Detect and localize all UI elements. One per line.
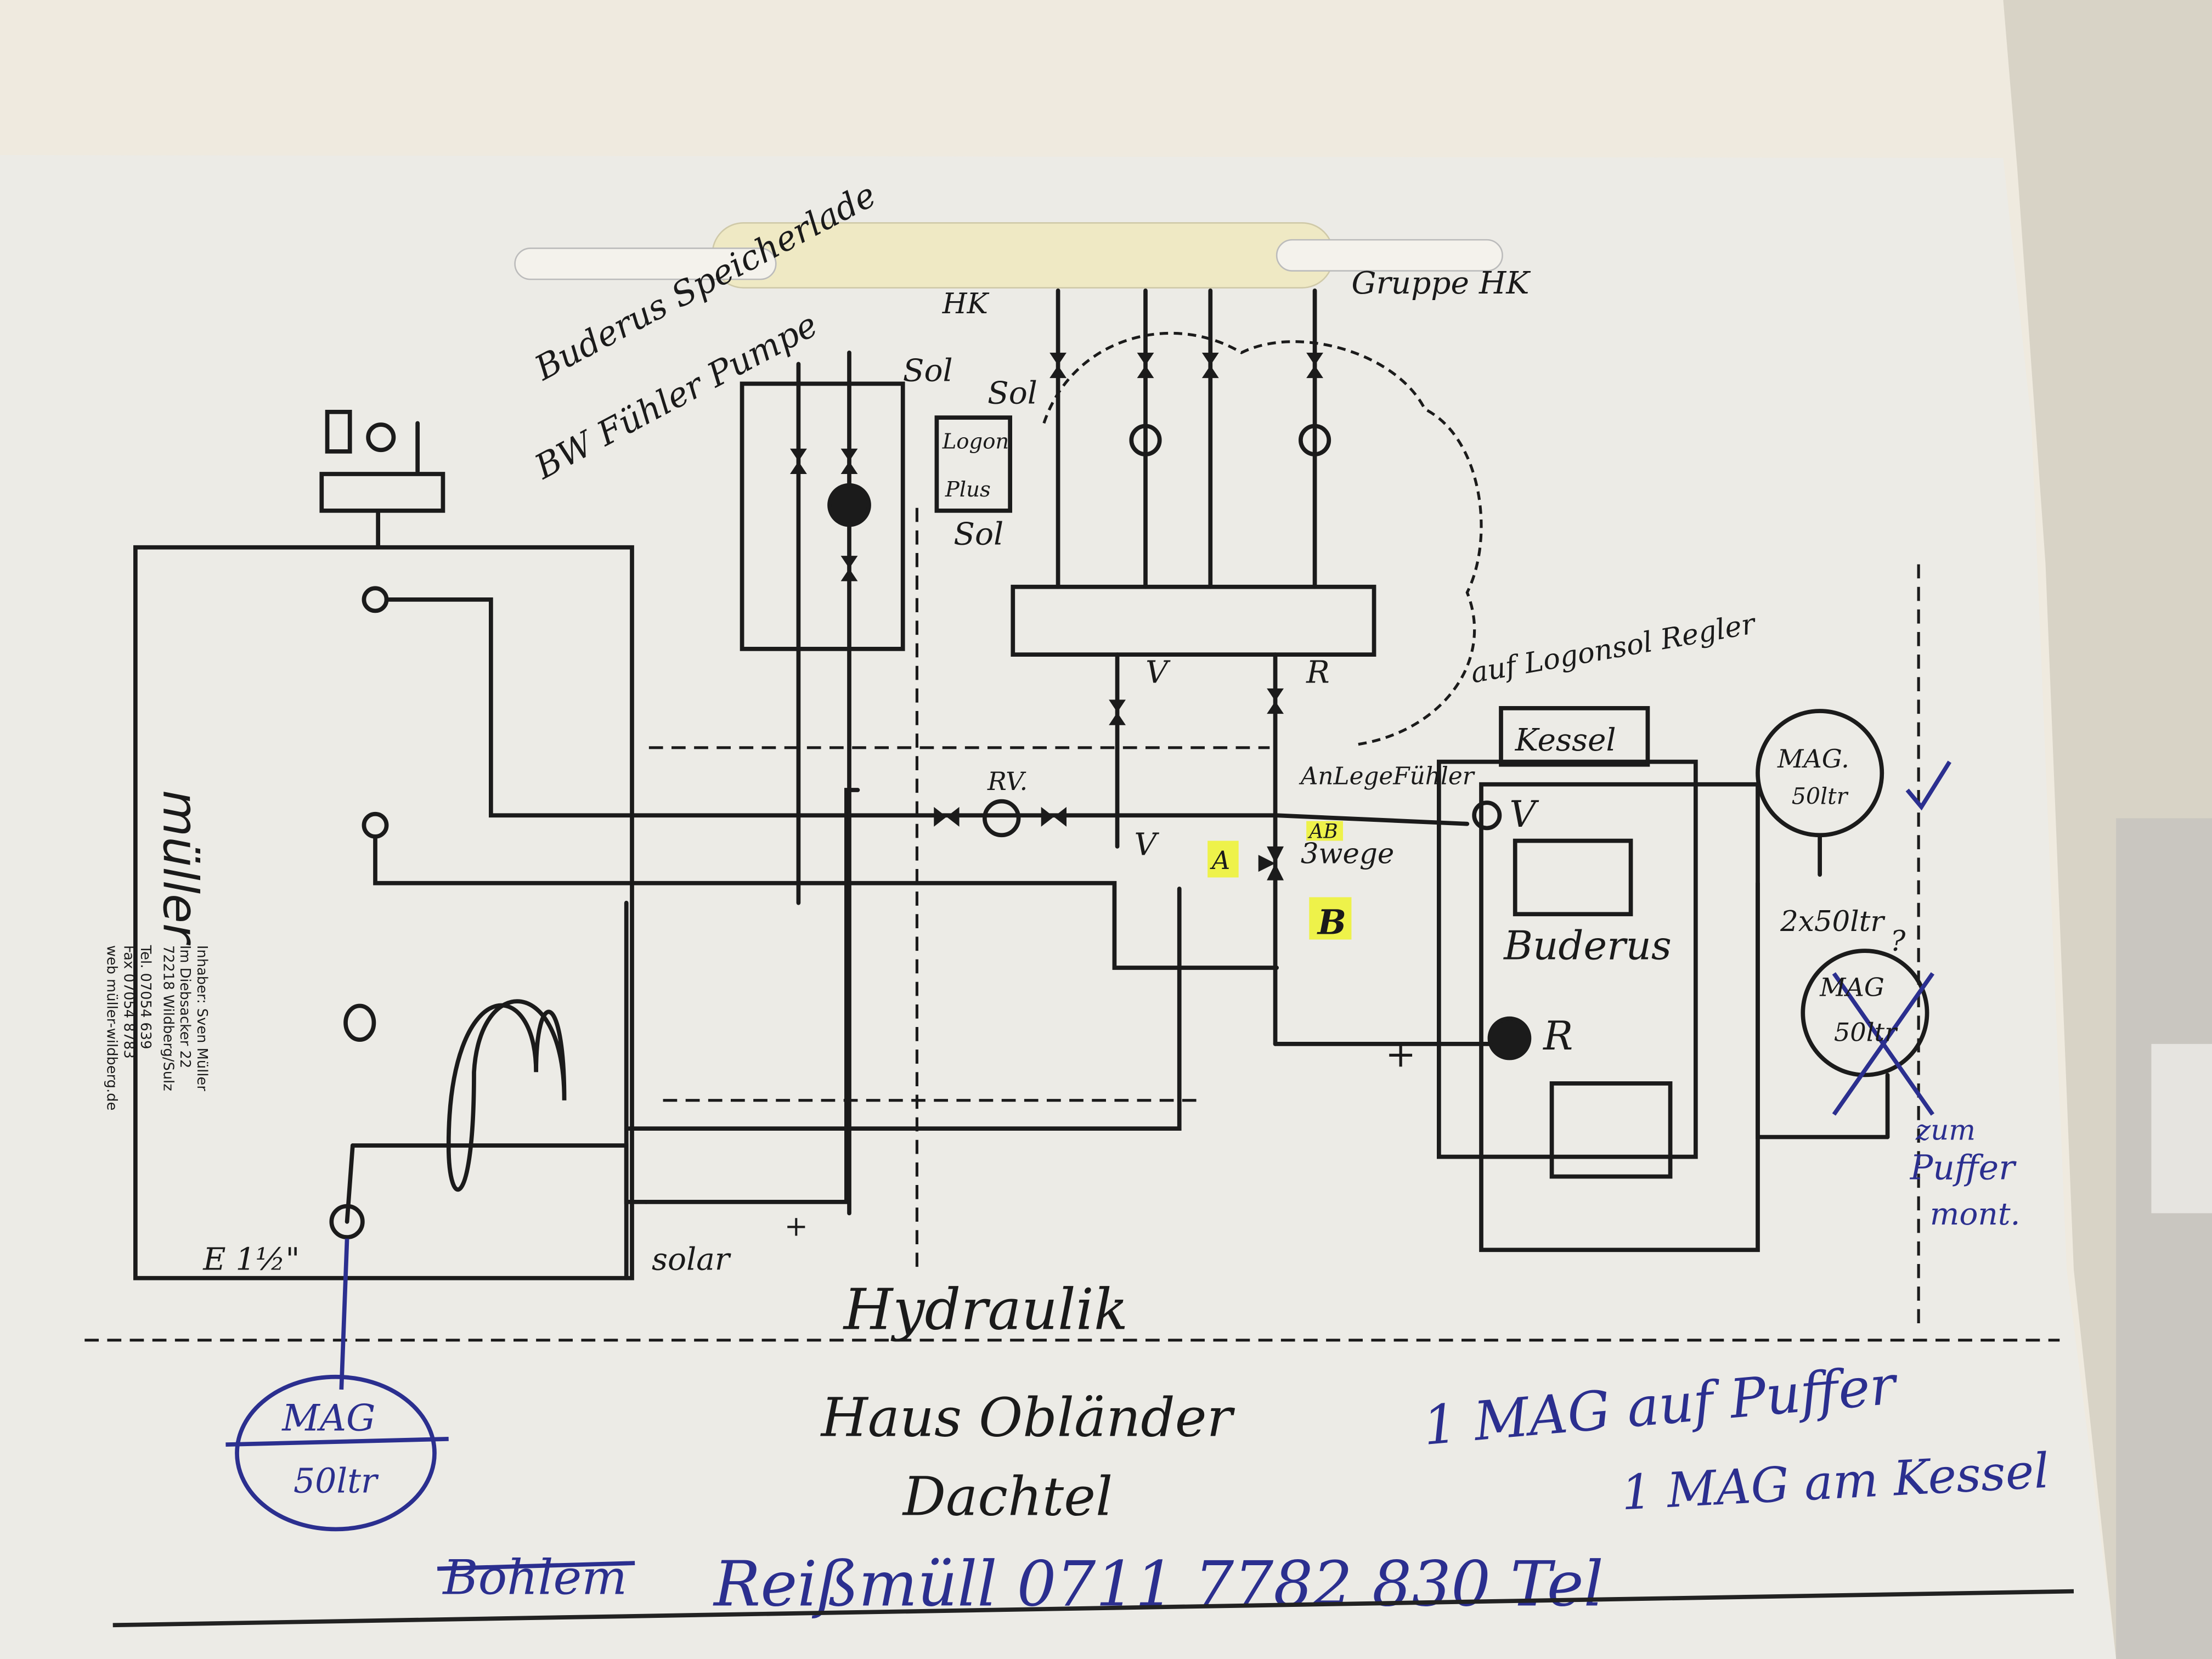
mag-right-top-label: MAG. — [1777, 744, 1849, 774]
contact-label: Reißmüll 0711 7782 830 Tel — [713, 1548, 1604, 1620]
boiler-flow-port — [1472, 800, 1502, 831]
v-mid-label: V — [1134, 826, 1159, 862]
three-way-valve-icon — [1258, 846, 1284, 881]
punch-slot-left — [514, 247, 777, 280]
sol-top-label: Sol — [903, 352, 953, 388]
hk-pump-2 — [1299, 424, 1331, 456]
valve-icon — [1137, 352, 1154, 379]
mag-right-size-label: 50ltr — [1792, 783, 1849, 810]
dashed-lines — [84, 507, 2060, 1342]
rv-label: RV. — [987, 766, 1028, 796]
boiler-door — [1549, 1081, 1673, 1179]
montiert-label: mont. — [1930, 1196, 2021, 1232]
hk-top-label: HK — [942, 287, 990, 320]
solar-pump — [827, 483, 871, 527]
boiler-return-port — [1487, 1016, 1532, 1060]
valve-icon — [840, 448, 858, 474]
pressure-gauge — [366, 422, 396, 453]
side-label — [2151, 1043, 2212, 1214]
mag-left-size-label: 50ltr — [294, 1462, 379, 1501]
storage-tank — [133, 545, 634, 1280]
e-port-label: E 1½" — [202, 1241, 300, 1277]
v-boiler-label: V — [1509, 793, 1539, 836]
buderus-boiler-label: Buderus — [1503, 923, 1672, 969]
valve-icon — [1041, 806, 1066, 827]
company-street: Im Diebsacker 22 — [177, 945, 193, 1068]
question-label: ? — [1891, 925, 1906, 958]
cross-out-mark — [1832, 972, 1935, 1116]
hk-pump-1 — [1129, 424, 1162, 456]
two-x-50-label: 2x50ltr — [1780, 905, 1886, 938]
safety-group — [319, 472, 445, 513]
relief-valve — [325, 410, 352, 454]
mag-crossed-top-label: MAG — [1819, 972, 1884, 1002]
title-line-3: Dachtel — [902, 1466, 1113, 1528]
kessel-box — [1499, 706, 1650, 767]
blue-ink — [225, 760, 1951, 1571]
solar-label: solar — [652, 1241, 731, 1277]
check-valve-icon — [983, 799, 1021, 838]
strike-through — [437, 1561, 635, 1571]
company-phone: Tel. 07054 639 — [137, 945, 154, 1049]
mag-left-top-label: MAG — [281, 1396, 375, 1439]
company-name: müller — [152, 790, 208, 946]
v-upper-label: V — [1146, 654, 1171, 691]
company-city: 72218 Wildberg/Sulz — [160, 945, 176, 1091]
valves — [790, 352, 1323, 881]
check-mark — [1905, 760, 1951, 811]
ab-port-label: AB — [1307, 820, 1338, 843]
valve-icon — [934, 806, 960, 827]
company-stamp: müller Inhaber: Sven Müller Im Diebsacke… — [103, 790, 210, 1110]
solar-station-box — [740, 381, 905, 651]
solar-plus-label: + — [785, 1210, 808, 1243]
gruppe-hk-label: Gruppe HK — [1351, 265, 1531, 301]
punch-slot-right — [1276, 239, 1503, 272]
side-object — [2116, 818, 2212, 1659]
valve-icon — [1049, 352, 1066, 379]
highlight-ab — [1306, 821, 1343, 841]
title-line-2: Haus Obländer — [820, 1387, 1235, 1449]
company-web: web müller-wildberg.de — [103, 945, 120, 1110]
plus-label: Plus — [945, 477, 991, 502]
valve-icon — [1201, 352, 1219, 379]
mag-left-circle — [235, 1374, 437, 1532]
logon-label: Logon — [942, 430, 1009, 454]
boiler-panel — [1513, 838, 1633, 917]
crossed-name-label: Bohlem — [442, 1550, 627, 1606]
anlegefuehler-label: AnLegeFühler — [1299, 763, 1476, 791]
company-owner: Inhaber: Sven Müller — [194, 945, 210, 1091]
sol-bottom-label: Sol — [953, 516, 1003, 552]
b-port-label: B — [1317, 902, 1346, 942]
kessel-label: Kessel — [1515, 722, 1616, 758]
logon-plus-controller — [934, 415, 1013, 513]
mag-crossed-size-label: 50ltr — [1834, 1018, 1898, 1047]
boiler — [1437, 759, 1698, 1159]
r-boiler-label: R — [1542, 1013, 1573, 1059]
title-line-1: Hydraulik — [843, 1277, 1128, 1342]
sol-mid-label: Sol — [988, 375, 1037, 411]
company-fax: Fax 07054 8783 — [120, 945, 137, 1059]
puffer-label: Puffer — [1910, 1148, 2017, 1188]
dreiwege-label: 3wege — [1301, 838, 1394, 871]
a-port-label: A — [1210, 845, 1230, 875]
highlight-a — [1207, 840, 1239, 878]
pipework — [133, 288, 1929, 1280]
marked-area-cloud — [1042, 331, 1483, 747]
valve-icon — [1109, 699, 1126, 725]
plus-boiler-label: + — [1385, 1032, 1416, 1075]
mag-crossed-circle — [1801, 949, 1929, 1077]
paper-sheet — [0, 155, 2117, 1659]
manifold — [1011, 584, 1376, 657]
valve-icon — [790, 448, 807, 474]
zum-label: zum — [1915, 1114, 1976, 1147]
r-upper-label: R — [1306, 654, 1330, 691]
paper-edge-line — [112, 1589, 2074, 1628]
highlight-b — [1309, 897, 1352, 940]
